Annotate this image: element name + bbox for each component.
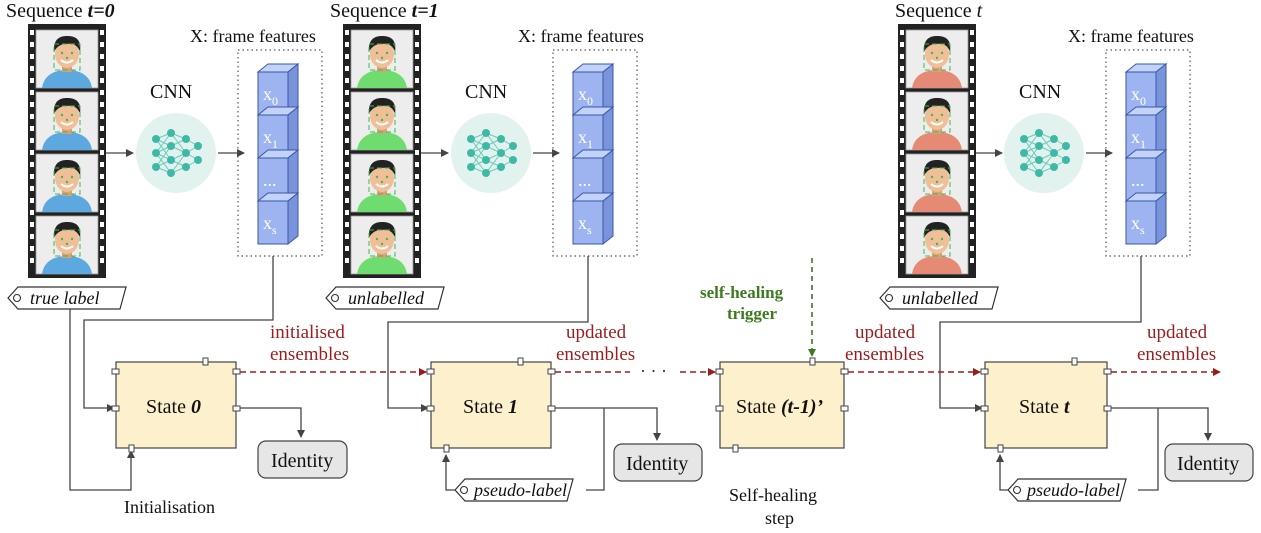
face-frame [35, 91, 99, 151]
flow-label-updated: updated [855, 322, 916, 343]
flow-label-initialised: initialised [270, 322, 345, 343]
face-frame [35, 29, 99, 89]
cnn-label: CNN [465, 81, 507, 103]
cnn-label: CNN [150, 81, 192, 103]
state1-to-identity [555, 407, 661, 441]
statet-to-pseudolabel [1138, 408, 1159, 491]
label-tag-text: unlabelled [902, 288, 979, 308]
state-label: State (t-1)’ [736, 396, 823, 418]
pseudo-label-text: pseudo-label [1025, 480, 1120, 500]
identity-label: Identity [271, 450, 333, 472]
feature-x0: x0 [578, 84, 593, 108]
label-tag-text: true label [30, 288, 100, 308]
identity-label: Identity [626, 453, 688, 475]
face-frame [905, 29, 969, 89]
face-frame [350, 215, 414, 275]
identity-box [257, 440, 348, 479]
feature-stack: x0 x1 ... xs [1125, 63, 1167, 245]
state-label: State 1 [463, 396, 518, 418]
label-tag-text: unlabelled [348, 288, 425, 308]
feature-dots: ... [263, 170, 277, 190]
caption-initialisation: Initialisation [124, 497, 215, 517]
cnn-icon [450, 112, 532, 194]
feature-x0: x0 [1131, 84, 1146, 108]
statet-to-identity [1111, 407, 1212, 441]
state0-to-identity [240, 407, 305, 438]
features1-to-state1 [387, 256, 589, 412]
sequence-title: Sequence t=0 [6, 0, 115, 22]
feature-stack: x0 x1 ... xs [572, 63, 614, 245]
state-label: State 0 [146, 396, 201, 418]
feature-x1: x1 [1131, 127, 1146, 151]
caption-self-healing: Self-healing [729, 485, 817, 505]
identity-label: Identity [1177, 453, 1239, 475]
trigger-label-2: trigger [727, 304, 777, 323]
features-title: X: frame features [1068, 26, 1194, 46]
state-node-t-minus-1: State (t-1)’ [715, 357, 849, 453]
state-node-t: State t [980, 357, 1112, 453]
film-strip [28, 24, 106, 278]
sequence-block-1: Sequence t=1 unlabelled CNN X: frame fea… [325, 0, 644, 310]
feature-dots: ... [1131, 170, 1145, 190]
flow-ellipsis: · · · [640, 361, 667, 381]
face-frame [905, 91, 969, 151]
flow-label-updated: updated [1147, 322, 1208, 343]
pseudo-label-text: pseudo-label [472, 480, 567, 500]
features-box [237, 49, 323, 257]
flow-label-ensembles: ensembles [556, 344, 635, 365]
face-frame [35, 215, 99, 275]
cnn-label: CNN [1019, 81, 1061, 103]
feature-x1: x1 [578, 127, 593, 151]
cnn-icon [1003, 112, 1085, 194]
feature-stack: x0 x1 ... xs [257, 63, 299, 245]
identity-box [1164, 443, 1254, 482]
film-holes [900, 30, 974, 263]
face-frame [35, 153, 99, 213]
sequence-title: Sequence t [895, 0, 983, 22]
state-node-0: State 0 [111, 357, 241, 453]
features-title: X: frame features [518, 26, 644, 46]
face-frame [350, 29, 414, 89]
trigger-label-1: self-healing [700, 283, 784, 302]
flow-label-ensembles: ensembles [845, 344, 924, 365]
face-frame [350, 91, 414, 151]
film-holes-left [30, 30, 104, 263]
feature-x1: x1 [263, 127, 278, 151]
flow-label-ensembles: ensembles [1137, 344, 1216, 365]
state-node-1: State 1 [426, 357, 556, 453]
feature-dots: ... [578, 170, 592, 190]
face-frame [350, 153, 414, 213]
features-box [1105, 49, 1191, 257]
identity-box [613, 443, 703, 482]
features-title: X: frame features [190, 26, 316, 46]
truelabel-to-state0 [69, 309, 135, 491]
flow-label-ensembles: ensembles [270, 344, 349, 365]
film-strip [343, 24, 421, 278]
feature-xs: xs [578, 213, 592, 237]
film-holes [345, 30, 419, 263]
feature-x0: x0 [263, 84, 278, 108]
sequence-block-0: Sequence t=0 true label CNN X: frame fea… [6, 0, 323, 310]
cnn-icon [135, 112, 217, 194]
featurest-to-statet [939, 256, 1142, 412]
sequence-block-t: Sequence t unlabelled CNN X: frame featu… [879, 0, 1194, 310]
flow-label-updated: updated [566, 322, 627, 343]
pseudolabel-to-statet [996, 454, 1008, 491]
feature-xs: xs [1131, 213, 1145, 237]
face-frame [905, 153, 969, 213]
features0-to-state0 [83, 256, 274, 412]
caption-step: step [765, 508, 794, 528]
state1-to-pseudolabel [586, 408, 605, 491]
feature-xs: xs [263, 213, 277, 237]
face-frame [905, 215, 969, 275]
sequence-title: Sequence t=1 [330, 0, 439, 22]
film-strip [898, 24, 976, 278]
pseudolabel-to-state1 [442, 454, 455, 491]
features-box [552, 49, 638, 257]
state-label: State t [1019, 396, 1071, 418]
